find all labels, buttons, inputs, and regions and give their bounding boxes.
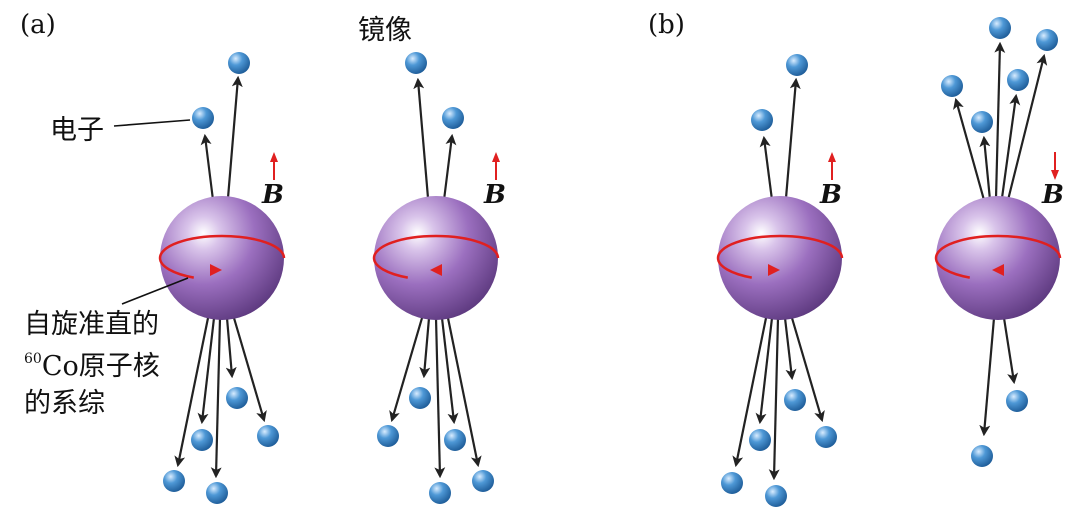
spin-direction-arrow (992, 264, 1004, 276)
emission-arrows-up (413, 77, 457, 201)
system-label-line2-rest: 原子核 (78, 351, 160, 382)
electrons (721, 54, 837, 507)
panel-a-mirror (372, 52, 500, 504)
field-label-a-mirror: B (484, 180, 506, 210)
emission-arrows-down (174, 317, 267, 479)
spin-direction-arrow (210, 264, 222, 276)
emission-arrows-down (979, 317, 1019, 437)
system-label-line1: 自旋准直的 (24, 309, 159, 340)
nucleus-sphere (374, 196, 498, 320)
nucleus-sphere (160, 196, 284, 320)
emission-arrows-down (732, 317, 825, 481)
emission-arrows-down (389, 317, 482, 479)
spin-direction-arrow (768, 264, 780, 276)
system-label-line2: 60Co原子核 (24, 343, 160, 385)
nucleus-system-label: 自旋准直的 60Co原子核 的系综 (24, 306, 160, 422)
spin-ring (934, 234, 1062, 282)
panel-a-original (158, 52, 286, 504)
nucleus-sphere (936, 196, 1060, 320)
mirror-label: 镜像 (358, 15, 412, 46)
panel-label-a: (a) (20, 10, 56, 40)
emission-arrows-up (759, 77, 801, 201)
emission-arrows-up (200, 75, 243, 201)
isotope-mass-number: 60 (24, 351, 42, 367)
panel-b-original (716, 54, 844, 507)
system-leader-line (121, 277, 189, 305)
nucleus-sphere (718, 196, 842, 320)
panel-label-b: (b) (648, 10, 685, 40)
spin-ring (158, 234, 286, 282)
spin-direction-arrow (430, 264, 442, 276)
spin-ring (372, 234, 500, 282)
emission-arrows-up (953, 41, 1048, 201)
field-label-b-reversed: B (1042, 180, 1064, 210)
electron-label: 电子 (50, 115, 104, 146)
field-label-a-original: B (262, 180, 284, 210)
electron-leader-line (113, 119, 191, 127)
field-label-b-original: B (820, 180, 842, 210)
electrons (163, 52, 279, 504)
panel-b-reversed (934, 17, 1062, 467)
system-label-line3: 的系综 (24, 388, 105, 419)
spin-ring (716, 234, 844, 282)
electrons (941, 17, 1058, 467)
cobalt-symbol: Co (41, 351, 79, 382)
electrons (377, 52, 494, 504)
